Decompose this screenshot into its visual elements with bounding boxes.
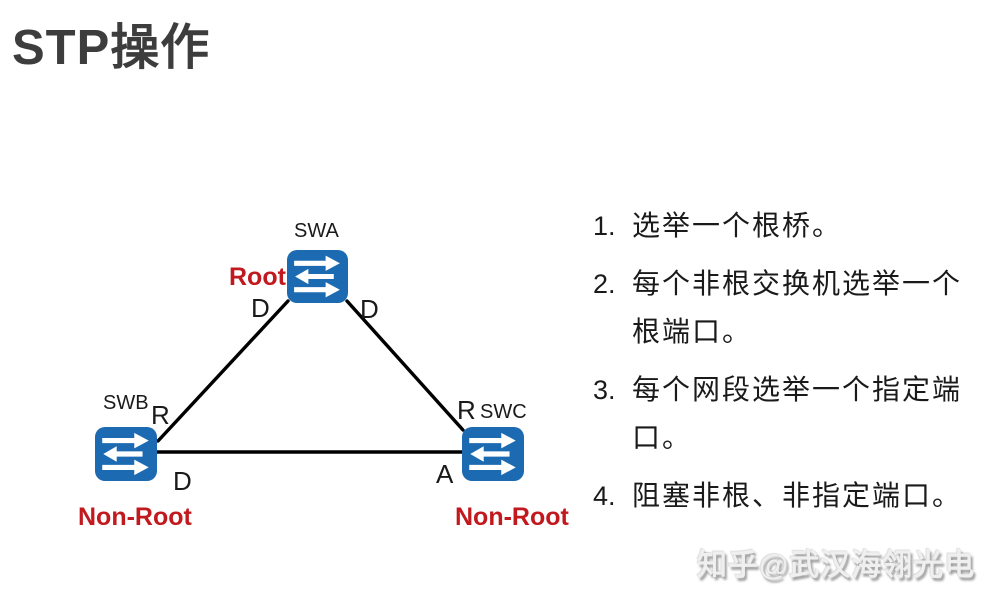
- step-number: 4.: [593, 481, 616, 511]
- step-text: 根端口。: [632, 316, 753, 347]
- step-number: 1.: [593, 211, 616, 241]
- port-label-swa-right: D: [360, 294, 379, 324]
- switch-icon: [469, 432, 516, 476]
- switch-name-swa: SWA: [294, 220, 339, 242]
- role-label-root: Root: [229, 263, 286, 291]
- list-item: 3. 每个网段选举一个指定端 口。: [589, 366, 993, 462]
- switch-icon: [102, 432, 149, 476]
- step-text: 每个非根交换机选举一个: [632, 268, 963, 299]
- port-label-swc-root: R: [457, 395, 476, 425]
- role-label-nonroot-swb: Non-Root: [78, 503, 192, 531]
- switch-name-swc: SWC: [480, 401, 527, 423]
- port-label-swa-left: D: [251, 293, 270, 323]
- step-text: 选举一个根桥。: [632, 210, 843, 241]
- step-number: 2.: [593, 269, 616, 299]
- switch-swc: [462, 427, 524, 481]
- step-text: 每个网段选举一个指定端: [632, 374, 963, 405]
- step-number: 3.: [593, 375, 616, 405]
- watermark-text: 知乎@武汉海翎光电: [697, 549, 976, 582]
- step-text: 口。: [632, 422, 693, 453]
- list-item: 4. 阻塞非根、非指定端口。: [589, 472, 993, 520]
- list-item: 2. 每个非根交换机选举一个 根端口。: [589, 260, 993, 356]
- switch-name-swb: SWB: [103, 392, 149, 414]
- switch-swb: [95, 427, 157, 481]
- switch-swa: [287, 250, 348, 303]
- port-label-swb-root: R: [151, 400, 170, 430]
- role-label-nonroot-swc: Non-Root: [455, 503, 569, 531]
- port-label-swb-designated: D: [173, 466, 192, 496]
- step-text: 阻塞非根、非指定端口。: [632, 480, 963, 511]
- stp-steps-list: 1. 选举一个根桥。 2. 每个非根交换机选举一个 根端口。 3. 每个网段选举…: [589, 202, 993, 530]
- port-label-swc-alternate: A: [436, 459, 454, 489]
- switch-icon: [294, 255, 340, 298]
- list-item: 1. 选举一个根桥。: [589, 202, 993, 250]
- page-title: STP操作: [12, 21, 211, 75]
